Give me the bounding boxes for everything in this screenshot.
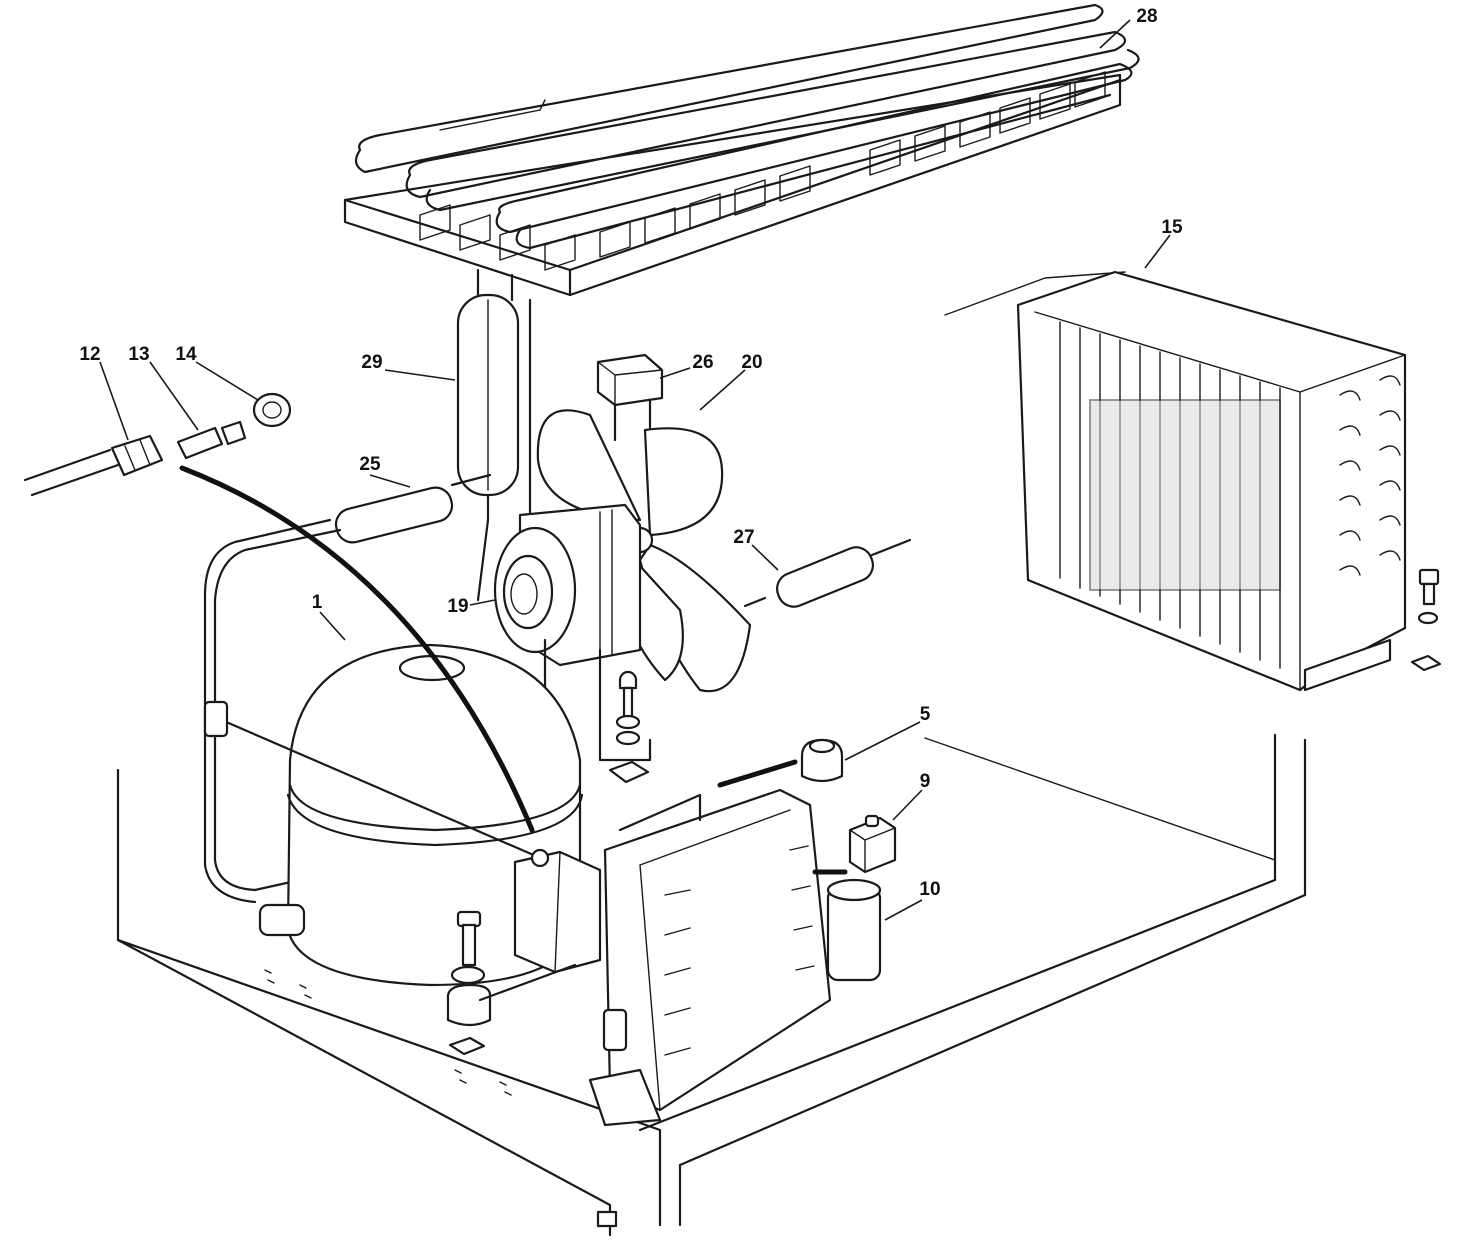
capillary-tube-27 [743, 538, 912, 608]
evaporator-fins [419, 71, 1106, 271]
callout-13: 13 [128, 344, 149, 365]
condenser-coil-bends [1339, 375, 1401, 576]
thermal-protector [848, 814, 897, 874]
relay [717, 738, 844, 788]
leader-lines [99, 19, 1171, 921]
callout-1: 1 [312, 592, 323, 613]
filter-drier [456, 268, 532, 602]
fan-motor [493, 503, 652, 784]
evaporator-assembly [343, 3, 1140, 297]
accumulator-tube [203, 473, 492, 904]
callout-27: 27 [733, 527, 754, 548]
callout-labels: 28 15 29 26 20 12 13 14 25 27 19 1 5 9 1… [79, 6, 1183, 900]
callout-26: 26 [692, 352, 713, 373]
callout-25: 25 [359, 454, 381, 475]
service-valve-parts [23, 392, 292, 497]
callout-20: 20 [741, 352, 762, 373]
callout-14: 14 [175, 344, 197, 365]
electrical-box [588, 788, 832, 1127]
callout-19: 19 [447, 596, 468, 617]
fan-blade [536, 409, 752, 693]
base-frame [116, 733, 1307, 1237]
base-markings [264, 969, 512, 1096]
callout-9: 9 [920, 771, 931, 792]
callout-28: 28 [1136, 6, 1157, 27]
callout-12: 12 [79, 344, 100, 365]
charging-line [179, 465, 535, 833]
callout-5: 5 [920, 704, 931, 725]
callout-15: 15 [1161, 217, 1183, 238]
callout-29: 29 [361, 352, 382, 373]
callout-10: 10 [919, 879, 940, 900]
fan-bracket-clip [596, 353, 664, 442]
evaporator-coil [354, 3, 1140, 250]
compressor [203, 643, 602, 1056]
condenser [944, 270, 1442, 692]
base-foot [596, 1210, 618, 1228]
capacitor [812, 869, 882, 982]
